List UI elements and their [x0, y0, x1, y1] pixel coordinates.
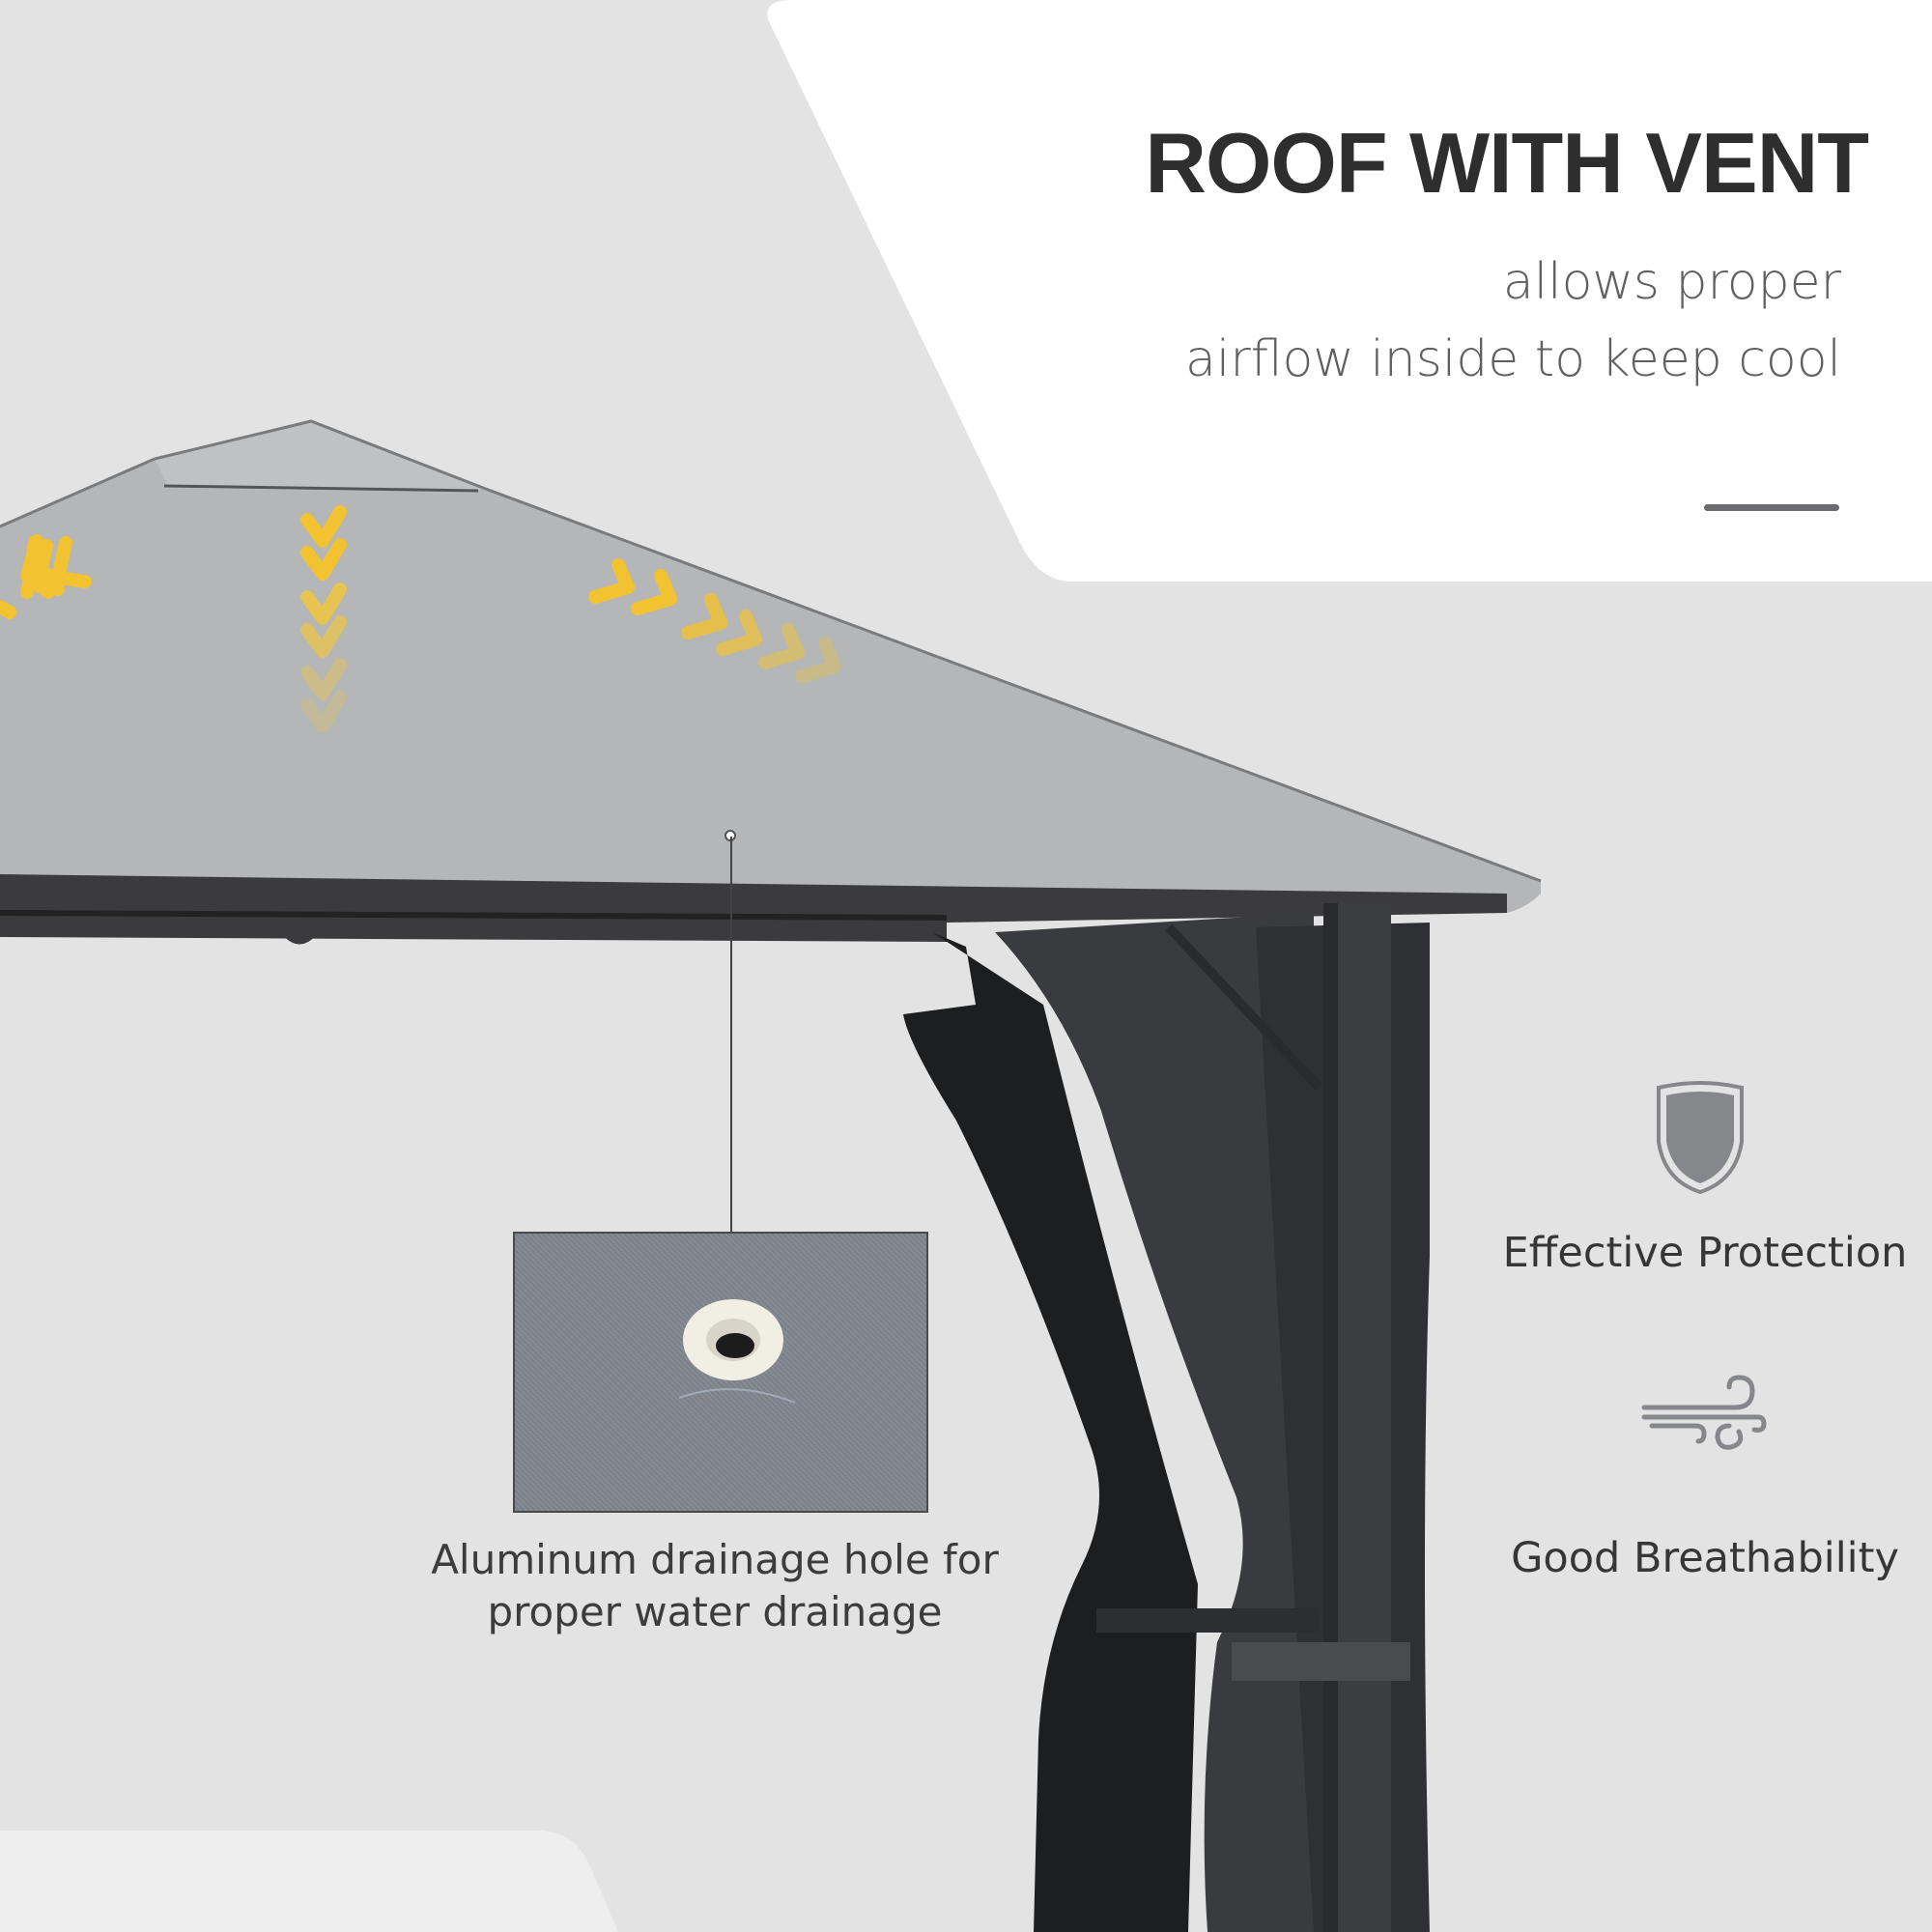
canopy-frame-beam: [0, 874, 1507, 942]
title-card-background: [767, 0, 1932, 582]
feature-label-protection: Effective Protection: [1502, 1229, 1908, 1277]
bottom-panel: [0, 1831, 618, 1932]
curtain-outer: [903, 932, 1198, 1932]
callout-caption-line-1: Aluminum drainage hole for: [431, 1536, 999, 1583]
drainage-hole-closeup: [513, 1232, 928, 1513]
callout-leader-line: [730, 837, 732, 1233]
shield-icon-graphic: [1657, 1081, 1744, 1195]
grommet-icon: [678, 1299, 796, 1404]
vent-airflow-arrows-down: [300, 505, 347, 733]
feature-label-breathability: Good Breathability: [1511, 1534, 1899, 1582]
callout-caption-line-2: proper water drainage: [487, 1588, 943, 1635]
wind-icon-graphic: [1641, 1375, 1767, 1450]
vent-airflow-arrows-right: [588, 558, 841, 683]
